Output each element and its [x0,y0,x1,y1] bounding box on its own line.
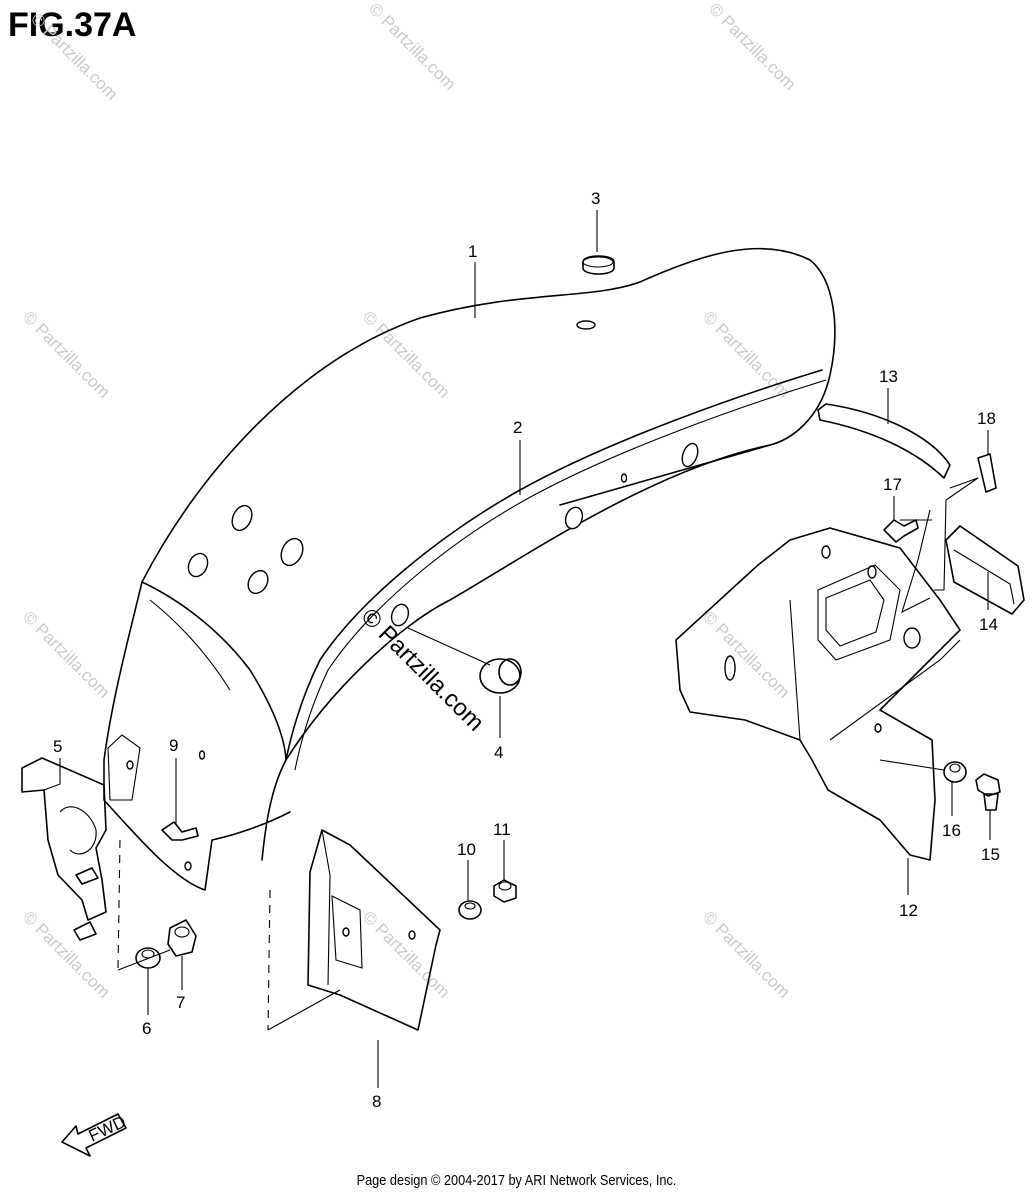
callout-15: 15 [981,845,1000,864]
callout-10: 10 [457,840,476,859]
small-fasteners-left [135,821,199,969]
callout-3: 3 [591,189,600,208]
leader-lines [43,210,991,1088]
parts-diagram: © Partzilla.com © Partzilla.com © Partzi… [19,0,1025,1157]
page-footer: Page design © 2004-2017 by ARI Network S… [356,1172,677,1189]
callout-5: 5 [53,737,62,756]
callout-1: 1 [468,242,477,261]
fasteners-right [879,519,1001,811]
watermark: © Partzilla.com [359,907,453,1001]
watermark: © Partzilla.com [19,907,113,1001]
mounting-bracket [21,734,141,941]
callout-14: 14 [979,615,998,634]
callout-9: 9 [169,736,178,755]
callout-8: 8 [372,1092,381,1111]
callout-7: 7 [176,993,185,1012]
watermark: © Partzilla.com [359,307,453,401]
watermark: © Partzilla.com [699,607,793,701]
watermark: © Partzilla.com [705,0,799,94]
callout-16: 16 [942,821,961,840]
grommet-top [582,255,615,275]
callout-6: 6 [142,1019,151,1038]
watermark: © Partzilla.com [19,607,113,701]
callout-2: 2 [513,418,522,437]
figure-title: FIG.37A [8,6,137,44]
callout-11: 11 [493,820,511,839]
callout-4: 4 [494,743,503,762]
fwd-arrow-icon: FWD [61,1112,129,1157]
reflector-strip [817,403,951,479]
mud-flap [267,829,441,1031]
callout-13: 13 [879,367,898,386]
clip [901,453,997,614]
callout-12: 12 [899,901,918,920]
watermark: © Partzilla.com [365,0,459,94]
watermark: © Partzilla.com [19,307,113,401]
callout-18: 18 [977,409,996,428]
fwd-label: FWD [86,1112,129,1146]
watermark-layer: © Partzilla.com © Partzilla.com © Partzi… [19,0,799,1002]
watermark: © Partzilla.com [699,907,793,1001]
watermark: © Partzilla.com [699,307,793,401]
rear-reflector [945,525,1025,615]
callout-labels: 1 2 3 4 5 6 7 8 9 10 11 12 13 14 15 16 1… [53,189,1000,1111]
callout-17: 17 [883,475,902,494]
watermark: © Partzilla.com [27,9,121,103]
watermark-main: © Partzilla.com [356,603,489,736]
grommet-side [407,627,522,694]
license-bracket [675,527,961,861]
washers-center [458,879,517,920]
rear-fender [103,247,836,971]
